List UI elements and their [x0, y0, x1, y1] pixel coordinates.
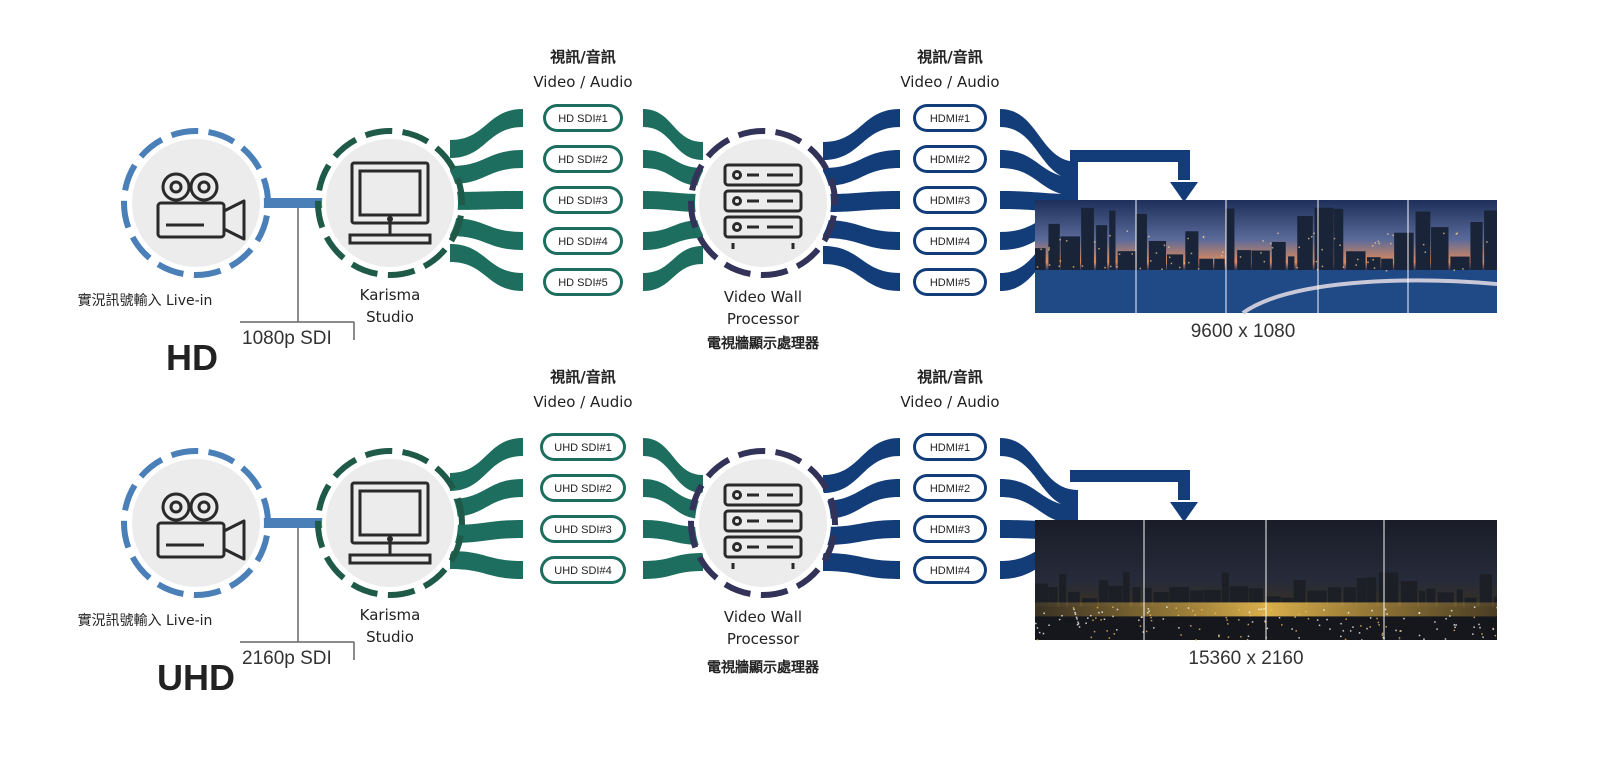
hd-sdi-pill-5: HD SDI#5: [543, 268, 623, 296]
hd-processor-node: [680, 120, 847, 287]
uhd-studio-line2: Studio: [366, 628, 414, 646]
hd-navy-in-5: [823, 246, 900, 291]
hd-va-en-left: Video / Audio: [533, 73, 632, 91]
uhd-sdi-pill-1: UHD SDI#1: [540, 433, 626, 461]
hd-va-en-right: Video / Audio: [900, 73, 999, 91]
uhd-hdmi-pill-3-label: HDMI#3: [930, 524, 970, 536]
uhd-hdmi-pill-2-label: HDMI#2: [930, 483, 970, 495]
hd-hdmi-pill-2: HDMI#2: [913, 145, 987, 173]
uhd-processor-fill: [699, 459, 827, 587]
uhd-va-en-left: Video / Audio: [533, 393, 632, 411]
hd-format-label: HD: [166, 337, 218, 378]
uhd-teal-in-4: [450, 551, 523, 579]
hd-sdi-pill-1-label: HD SDI#1: [558, 113, 608, 125]
uhd-hdmi-pill-1: HDMI#1: [913, 433, 987, 461]
uhd-studio-line1: Karisma: [360, 606, 421, 624]
hd-resolution-label: 9600 x 1080: [1191, 321, 1296, 342]
hd-hdmi-pill-2-label: HDMI#2: [930, 154, 970, 166]
hd-studio-fill: [326, 139, 454, 267]
uhd-input-label: 實況訊號輸入 Live-in: [78, 612, 213, 629]
hd-video-wall: [1035, 200, 1498, 313]
hd-hdmi-pill-4: HDMI#4: [913, 227, 987, 255]
uhd-sdi-pill-1-label: UHD SDI#1: [554, 442, 611, 454]
hd-hdmi-pill-3: HDMI#3: [913, 186, 987, 214]
hd-sdi-pill-5-label: HD SDI#5: [558, 277, 608, 289]
hd-hdmi-pill-4-label: HDMI#4: [930, 236, 970, 248]
hd-studio-line1: Karisma: [360, 286, 421, 304]
hd-workflow: HD SDI#1HDMI#1HD SDI#2HDMI#2HD SDI#3HDMI…: [78, 48, 1499, 378]
down-arrow-icon: [1070, 470, 1198, 522]
uhd-hdmi-pill-2: HDMI#2: [913, 474, 987, 502]
hd-sdi-pill-4: HD SDI#4: [543, 227, 623, 255]
uhd-hdmi-pill-3: HDMI#3: [913, 515, 987, 543]
uhd-va-en-right: Video / Audio: [900, 393, 999, 411]
hd-sdi-label: 1080p SDI: [242, 328, 332, 349]
hd-sdi-pill-2: HD SDI#2: [543, 145, 623, 173]
hd-processor-line2: Processor: [727, 310, 800, 328]
hd-processor-cn: 電視牆顯示處理器: [707, 335, 820, 352]
uhd-hdmi-pill-4: HDMI#4: [913, 556, 987, 584]
hd-va-cn-right: 視訊/音訊: [916, 48, 982, 66]
uhd-processor-line2: Processor: [727, 630, 800, 648]
uhd-va-cn-right: 視訊/音訊: [916, 368, 982, 386]
uhd-hdmi-pill-1-label: HDMI#1: [930, 442, 970, 454]
hd-studio-line2: Studio: [366, 308, 414, 326]
uhd-studio-node: [307, 440, 474, 607]
uhd-teal-out-4: [643, 553, 703, 579]
hd-sdi-pill-3: HD SDI#3: [543, 186, 623, 214]
uhd-sdi-label: 2160p SDI: [242, 648, 332, 669]
uhd-navy-in-4: [823, 553, 900, 579]
hd-hdmi-pill-3-label: HDMI#3: [930, 195, 970, 207]
uhd-sdi-pill-2: UHD SDI#2: [540, 474, 626, 502]
uhd-sdi-pill-4-label: UHD SDI#4: [554, 565, 611, 577]
uhd-sdi-pill-2-label: UHD SDI#2: [554, 483, 611, 495]
uhd-studio-fill: [326, 459, 454, 587]
hd-processor-fill: [699, 139, 827, 267]
hd-processor-line1: Video Wall: [724, 288, 802, 306]
uhd-va-cn-left: 視訊/音訊: [549, 368, 615, 386]
hd-sdi-pill-1: HD SDI#1: [543, 104, 623, 132]
uhd-sdi-pill-3: UHD SDI#3: [540, 515, 626, 543]
uhd-camera-node: [113, 440, 280, 607]
uhd-format-label: UHD: [157, 657, 235, 698]
hd-studio-node: [307, 120, 474, 287]
uhd-resolution-label: 15360 x 2160: [1188, 648, 1303, 669]
hd-video-wall-ground: [1035, 270, 1497, 313]
hd-sdi-pill-2-label: HD SDI#2: [558, 154, 608, 166]
uhd-processor-cn: 電視牆顯示處理器: [707, 659, 820, 676]
hd-camera-node: [113, 120, 280, 287]
uhd-processor-line1: Video Wall: [724, 608, 802, 626]
hd-hdmi-pill-5-label: HDMI#5: [930, 277, 970, 289]
hd-sdi-pill-4-label: HD SDI#4: [558, 236, 608, 248]
uhd-processor-node: [680, 440, 847, 607]
down-arrow-icon: [1070, 150, 1198, 202]
uhd-sdi-pill-3-label: UHD SDI#3: [554, 524, 611, 536]
hd-input-label: 實況訊號輸入 Live-in: [78, 292, 213, 309]
hd-hdmi-pill-1-label: HDMI#1: [930, 113, 970, 125]
hd-hdmi-pill-1: HDMI#1: [913, 104, 987, 132]
hd-teal-in-5: [450, 244, 523, 291]
hd-va-cn-left: 視訊/音訊: [549, 48, 615, 66]
hd-sdi-pill-3-label: HD SDI#3: [558, 195, 608, 207]
uhd-hdmi-pill-4-label: HDMI#4: [930, 565, 970, 577]
hd-teal-out-5: [643, 246, 703, 291]
hd-hdmi-pill-5: HDMI#5: [913, 268, 987, 296]
uhd-sdi-pill-4: UHD SDI#4: [540, 556, 626, 584]
